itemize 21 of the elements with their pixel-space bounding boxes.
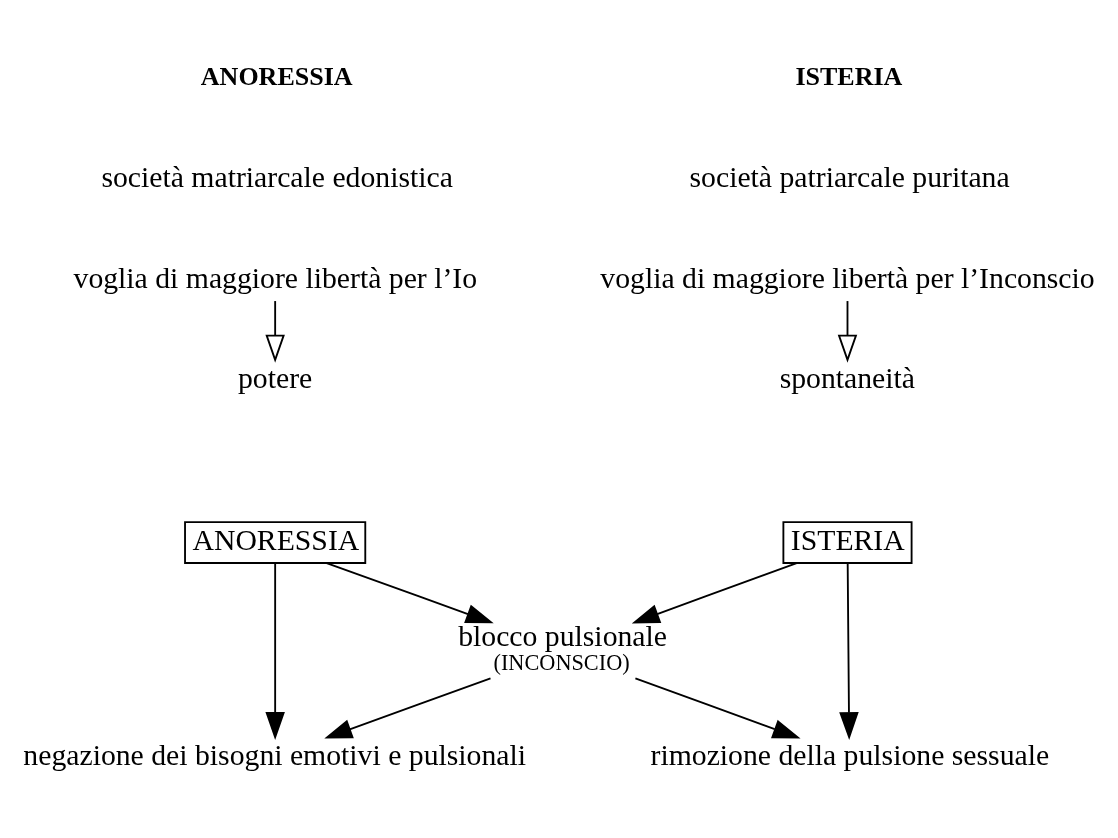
node-text: voglia di maggiore libertà per l’Io bbox=[73, 261, 478, 294]
label: società matriarcale edonistica bbox=[101, 161, 453, 194]
node-text: spontaneità bbox=[779, 361, 916, 394]
node-text: negazione dei bisogni emotivi e pulsionali bbox=[23, 739, 527, 772]
node-text: rimozione della pulsione sessuale bbox=[650, 739, 1050, 772]
arrow bbox=[265, 562, 285, 740]
arrow bbox=[631, 562, 798, 624]
node-text: blocco pulsionale (INCONSCIO) bbox=[458, 620, 667, 676]
node-box: ISTERIA bbox=[782, 521, 913, 564]
node-text: potere bbox=[237, 361, 313, 394]
node-box: ANORESSIA bbox=[184, 521, 367, 564]
node-text: voglia di maggiore libertà per l’Inconscio bbox=[600, 261, 1095, 294]
arrow bbox=[634, 677, 801, 739]
arrow bbox=[324, 677, 492, 739]
label: ISTERIA bbox=[795, 61, 903, 91]
arrow bbox=[837, 300, 858, 363]
label: società patriarcale puritana bbox=[689, 161, 1010, 194]
arrow bbox=[325, 562, 494, 624]
arrow bbox=[839, 562, 859, 740]
label: ANORESSIA bbox=[200, 61, 353, 91]
arrow bbox=[265, 300, 285, 363]
